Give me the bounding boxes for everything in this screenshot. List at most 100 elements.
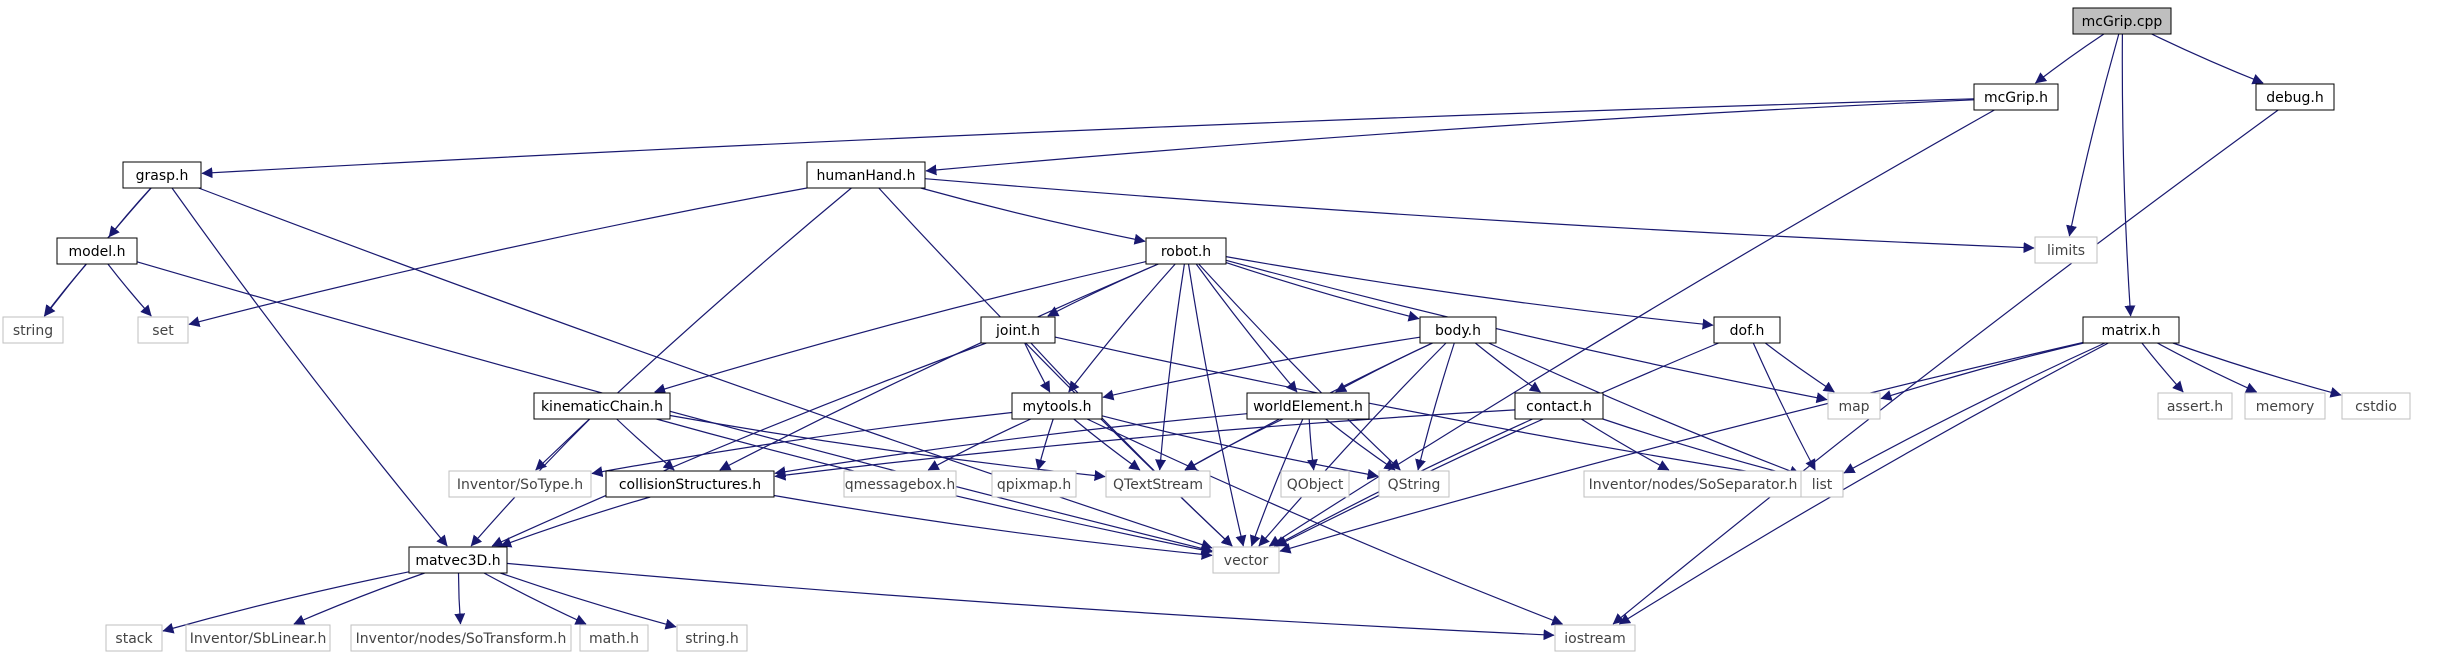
node-label: collisionStructures.h: [619, 477, 761, 493]
node-body-h[interactable]: body.h: [1419, 316, 1497, 344]
edge-matrix_h-to-list: [1843, 342, 2106, 474]
node-debug-h[interactable]: debug.h: [2255, 83, 2335, 111]
edge-model_h-to-vector: [136, 261, 1213, 554]
edge-model_h-to-set: [107, 263, 152, 317]
node-label: QString: [1388, 477, 1441, 493]
node-inventor-nodes-soseparator-h: Inventor/nodes/SoSeparator.h: [1583, 470, 1803, 498]
node-label: mcGrip.h: [1984, 90, 2048, 106]
node-label: Inventor/nodes/SoSeparator.h: [1589, 477, 1798, 493]
edge-robot_h-to-vector: [1187, 263, 1247, 547]
node-box: [1800, 470, 1844, 498]
node-qobject: QObject: [1280, 470, 1350, 498]
node-box: [1554, 624, 1636, 652]
edge-matrix_h-to-map: [1880, 342, 2084, 401]
node-set: set: [137, 316, 189, 344]
node-qmessagebox-h: qmessagebox.h: [843, 470, 957, 498]
node-grasp-h[interactable]: grasp.h: [122, 161, 202, 189]
node-box: [448, 470, 592, 498]
edge-body_h-to-QString: [1415, 342, 1455, 471]
node-box: [2244, 392, 2326, 420]
node-label: humanHand.h: [816, 168, 915, 184]
edge-collisionStructures_h-to-vector: [773, 494, 1213, 560]
node-inventor-nodes-sotransform-h: Inventor/nodes/SoTransform.h: [350, 624, 572, 652]
node-box: [1105, 470, 1211, 498]
node-label: Inventor/SoType.h: [457, 477, 583, 493]
edge-dof_h-to-list: [1752, 342, 1816, 471]
node-matrix-h[interactable]: matrix.h: [2082, 316, 2180, 344]
node-label: Inventor/SbLinear.h: [190, 631, 327, 647]
node-label: iostream: [1564, 631, 1626, 647]
node-box: [1145, 237, 1227, 265]
node-box: [806, 161, 926, 189]
node-label: qpixmap.h: [997, 477, 1071, 493]
edge-contact_h-to-Inventor_nodes_SoSeparator_h: [1580, 418, 1670, 471]
node-label: qmessagebox.h: [845, 477, 955, 493]
node-label: map: [1838, 399, 1869, 415]
edge-mcGrip_cpp-to-matrix_h: [2121, 33, 2136, 317]
edge-mytools_h-to-QTextStream: [1073, 418, 1141, 471]
nodes-layer: mcGrip.cpp mcGrip.h debug.h grasp.h humanHan…: [2, 7, 2411, 652]
edge-kinematicChain_h-to-collisionStructures_h: [616, 418, 675, 471]
node-box: [137, 316, 189, 344]
node-label: kinematicChain.h: [541, 399, 663, 415]
node-box: [1419, 316, 1497, 344]
node-label: QObject: [1287, 477, 1344, 493]
edge-robot_h-to-mytools_h: [1068, 263, 1176, 393]
edge-worldElement_h-to-QString: [1325, 418, 1396, 471]
node-label: grasp.h: [136, 168, 189, 184]
node-mcgrip-h[interactable]: mcGrip.h: [1973, 83, 2059, 111]
node-box: [1514, 392, 1604, 420]
node-label: list: [1812, 477, 1833, 493]
node-label: QTextStream: [1113, 477, 1203, 493]
edge-body_h-to-list: [1488, 342, 1801, 477]
node-box: [1246, 392, 1370, 420]
node-model-h[interactable]: model.h: [56, 237, 138, 265]
edge-robot_h-to-body_h: [1225, 262, 1420, 322]
node-box: [1280, 470, 1350, 498]
node-box: [1827, 392, 1881, 420]
edge-dof_h-to-vector: [1276, 342, 1719, 547]
edge-matvec3D_h-to-stack: [162, 571, 410, 634]
node-inventor-sotype-h: Inventor/SoType.h: [448, 470, 592, 498]
edge-robot_h-to-collisionStructures_h: [719, 263, 1159, 471]
node-map: map: [1827, 392, 1881, 420]
node-mcgrip-cpp[interactable]: mcGrip.cpp: [2072, 7, 2172, 35]
edge-humanHand_h-to-Inventor_SoType_h: [535, 187, 852, 471]
node-label: dof.h: [1730, 323, 1765, 339]
node-box: [2082, 316, 2180, 344]
node-box: [1583, 470, 1803, 498]
node-joint-h[interactable]: joint.h: [980, 316, 1056, 344]
node-box: [185, 624, 331, 652]
node-kinematicchain-h[interactable]: kinematicChain.h: [533, 392, 671, 420]
edge-matrix_h-to-memory: [2157, 342, 2258, 393]
edge-matvec3D_h-to-string_h: [500, 572, 677, 630]
node-box: [56, 237, 138, 265]
node-box: [1011, 392, 1103, 420]
node-limits: limits: [2034, 236, 2098, 264]
edge-worldElement_h-to-collisionStructures_h: [774, 413, 1248, 478]
edge-matvec3D_h-to-iostream: [506, 562, 1555, 641]
node-mytools-h[interactable]: mytools.h: [1011, 392, 1103, 420]
node-robot-h[interactable]: robot.h: [1145, 237, 1227, 265]
node-box: [2341, 392, 2411, 420]
edge-worldElement_h-to-vector: [1249, 418, 1304, 547]
node-contact-h[interactable]: contact.h: [1514, 392, 1604, 420]
node-matvec3d-h[interactable]: matvec3D.h: [408, 546, 508, 574]
edge-matrix_h-to-cstdio: [2172, 342, 2342, 398]
node-label: string: [13, 323, 53, 339]
node-box: [1713, 316, 1781, 344]
node-dof-h[interactable]: dof.h: [1713, 316, 1781, 344]
node-label: vector: [1224, 553, 1269, 569]
edge-grasp_h-to-matvec3D_h: [171, 187, 448, 547]
edge-robot_h-to-QTextStream: [1155, 263, 1185, 471]
node-box: [2255, 83, 2335, 111]
node-worldelement-h[interactable]: worldElement.h: [1246, 392, 1370, 420]
node-humanhand-h[interactable]: humanHand.h: [806, 161, 926, 189]
edge-mytools_h-to-qpixmap_h: [1035, 418, 1054, 471]
edge-kinematicChain_h-to-QTextStream: [669, 414, 1106, 481]
node-box: [2157, 392, 2233, 420]
node-collisionstructures-h[interactable]: collisionStructures.h: [605, 470, 775, 498]
edge-robot_h-to-dof_h: [1225, 256, 1714, 330]
node-inventor-sblinear-h: Inventor/SbLinear.h: [185, 624, 331, 652]
